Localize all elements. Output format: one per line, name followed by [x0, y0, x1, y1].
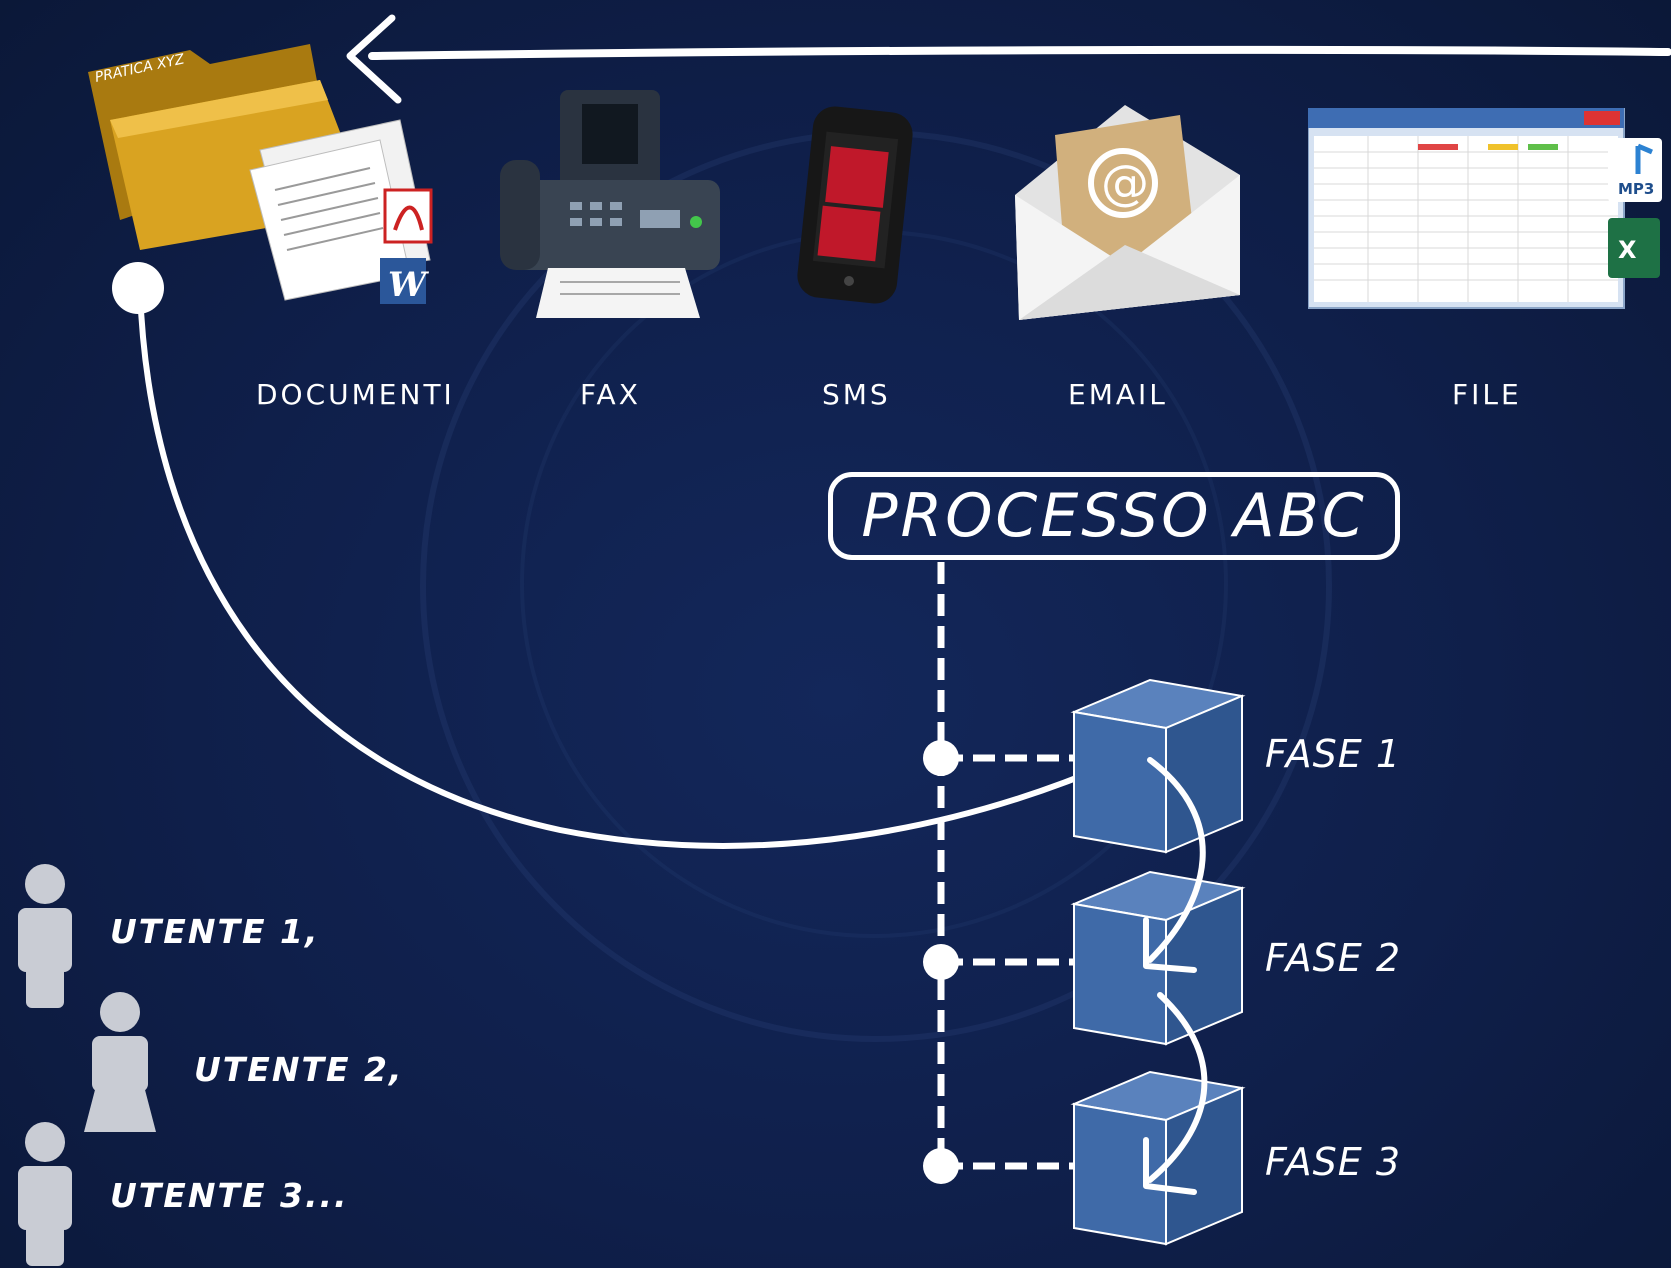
- documents-folder-icon: PRATICA XYZ W: [88, 44, 433, 305]
- process-title: PROCESSO ABC: [861, 481, 1367, 551]
- source-label-fax: FAX: [580, 378, 641, 411]
- branch-node-2: [923, 944, 959, 980]
- user-label-2: UTENTE 2,: [194, 1050, 404, 1089]
- svg-text:W: W: [388, 265, 429, 305]
- curved-flow-arrow: [137, 287, 1123, 849]
- word-badge-icon: [380, 258, 426, 304]
- phase-flow-arrow-2-3-head: [1143, 1137, 1197, 1195]
- top-return-arrow: [368, 45, 1671, 60]
- svg-text:@: @: [1101, 155, 1149, 211]
- phase-cube-3: [1070, 1070, 1246, 1246]
- source-label-documenti: DOCUMENTI: [256, 378, 455, 411]
- branch-node-3: [923, 1148, 959, 1184]
- phase-flow-arrow-2-3: [1147, 992, 1208, 1183]
- process-title-box: PROCESSO ABC: [828, 472, 1400, 560]
- source-label-sms: SMS: [822, 378, 891, 411]
- mobile-phone-icon: [797, 106, 913, 304]
- user-label-1: UTENTE 1,: [110, 912, 320, 951]
- phase-label-1: FASE 1: [1265, 732, 1402, 776]
- branch-node-1: [923, 740, 959, 776]
- source-label-email: EMAIL: [1068, 378, 1168, 411]
- email-envelope-icon: @: [1015, 105, 1240, 320]
- phase-flow-arrow-1-2-head: [1143, 917, 1197, 973]
- phase-flow-arrow-1-2: [1147, 757, 1206, 963]
- phase-label-2: FASE 2: [1265, 936, 1402, 980]
- top-arrow-head: [346, 14, 402, 104]
- fax-machine-icon: [500, 90, 720, 318]
- mp3-badge-icon: [1608, 138, 1662, 202]
- user-label-3: UTENTE 3...: [110, 1176, 349, 1215]
- pdf-badge-icon: [383, 188, 433, 244]
- phase-cube-2: [1070, 870, 1246, 1046]
- spreadsheet-file-icon: MP3 X: [1308, 108, 1662, 309]
- source-label-file: FILE: [1452, 378, 1522, 411]
- phase-cube-1: [1070, 678, 1246, 854]
- svg-text:X: X: [1618, 236, 1637, 264]
- excel-badge-icon: [1608, 218, 1660, 278]
- user-figure-3-icon: [18, 1122, 72, 1266]
- user-figure-2-icon: [84, 992, 156, 1132]
- start-circle: [112, 262, 164, 314]
- svg-text:MP3: MP3: [1618, 180, 1654, 198]
- phase-label-3: FASE 3: [1265, 1140, 1402, 1184]
- user-figure-1-icon: [18, 864, 72, 1008]
